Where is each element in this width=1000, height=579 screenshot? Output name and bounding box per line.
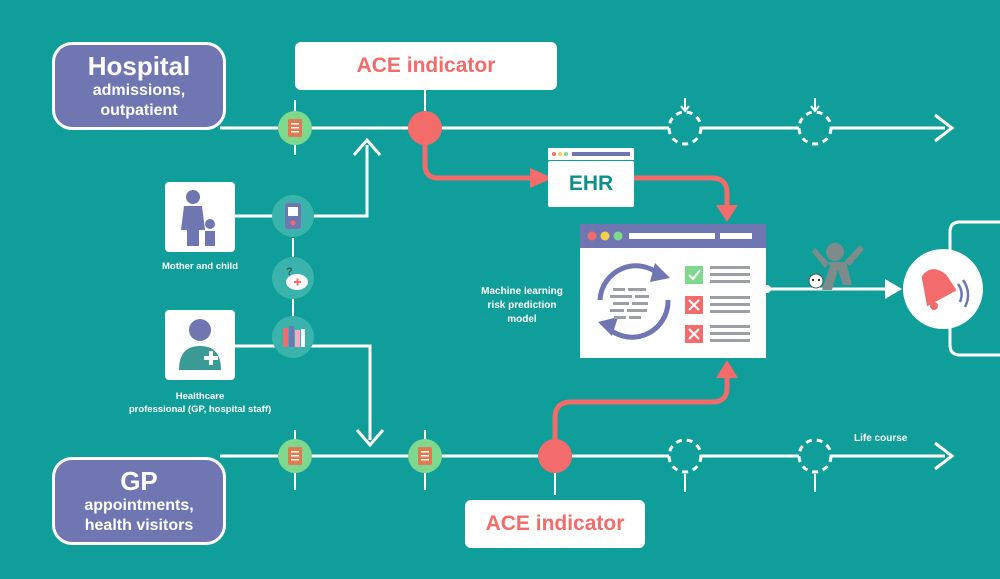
life-course-label: Life course [854,433,908,444]
healthcare-professional-card [165,310,235,380]
medical-record-icon [278,439,312,473]
hospital-title: Hospital [87,51,191,81]
healthcare-professional-caption-line2: professional (GP, hospital staff) [128,404,272,415]
gp-subtitle-line1: appointments, [84,497,194,514]
mother-child-icon [181,190,215,246]
ace-event-dot-bottom [538,439,572,473]
ehr-box: EHR [548,161,634,207]
ace-flow-lines [422,128,730,456]
checklist [685,266,750,343]
gp-subtitle-line2: health visitors [84,517,194,534]
glucose-meter-icon [272,195,314,237]
gp-title: GP [120,466,158,496]
ml-model-window [580,224,766,358]
ml-model-label-line1: Machine learning [481,286,563,297]
gp-timeline [220,430,955,495]
ehr-arrow-head [530,168,553,188]
question-speech-icon: ? [272,257,314,299]
future-event-ticks [680,98,820,490]
medical-record-icon [408,439,442,473]
ace-event-dot-top [408,111,442,145]
ehr-window-bar [548,148,634,160]
svg-text:?: ? [286,266,293,278]
future-event-markers [667,110,833,474]
healthcare-professional-caption-line1: Healthcare [175,391,225,402]
model-arrow-head-top [716,205,738,222]
ace-indicator-top: ACE indicator [295,42,557,90]
hospital-subtitle-line2: outpatient [100,102,178,119]
alarm-bell-icon [921,269,970,310]
healthcare-professional-caption: Healthcare professional (GP, hospital st… [110,390,290,416]
medical-record-icon [278,111,312,145]
cycle-arrows-icon [597,263,671,340]
ml-model-label-line3: model [507,314,537,325]
healthcare-professional-icon [179,319,221,370]
mother-child-caption: Mother and child [162,261,238,272]
hospital-subtitle-line1: admissions, [92,82,186,99]
books-icon [272,316,314,358]
model-arrow-head-bottom [716,360,738,378]
hospital-box: Hospital admissions, outpatient [52,42,226,130]
ml-model-label: Machine learning risk prediction model [462,285,582,327]
mother-child-card [165,182,235,252]
ml-model-label-line2: risk prediction [487,300,557,311]
sad-figure-icon [808,243,864,290]
ace-indicator-bottom: ACE indicator [465,500,645,548]
gp-box: GP appointments, health visitors [52,457,226,545]
